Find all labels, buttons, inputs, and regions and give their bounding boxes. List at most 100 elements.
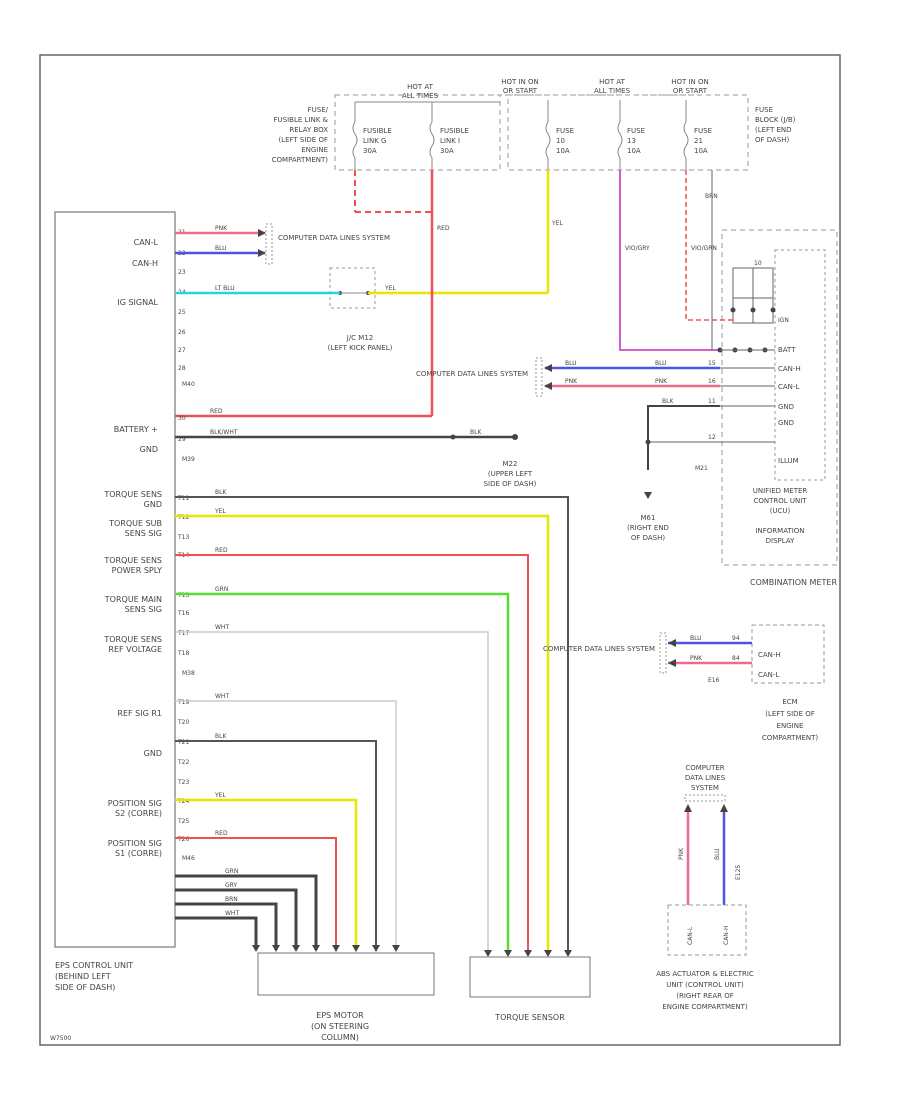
svg-text:TORQUE SENS: TORQUE SENS: [103, 556, 162, 565]
ground-m61-1: (RIGHT END: [627, 524, 669, 532]
wire-code-fusible-red: RED: [437, 225, 450, 232]
abs-connector: E125: [735, 865, 742, 880]
combination-meter-label: COMBINATION METER: [750, 578, 837, 587]
fuse-box-left-label-1: FUSIBLE LINK &: [274, 116, 329, 124]
fusible-link-i-1: LINK I: [440, 137, 460, 145]
fuse-13-2: 10A: [627, 147, 641, 155]
svg-text:T22: T22: [177, 759, 189, 766]
pin-label-can-l: CAN-L: [134, 238, 159, 247]
svg-text:T16: T16: [177, 610, 189, 617]
wire-code-gnd-blk: BLK: [470, 429, 482, 436]
wire-code-yel-jc: YEL: [384, 285, 396, 292]
fusible-link-g-2: 30A: [363, 147, 377, 155]
pin-25: 25: [178, 309, 186, 316]
wire-code-t21: BLK: [215, 733, 227, 740]
wire-motor-power-3: [175, 902, 278, 950]
wire-code-blu: BLU: [215, 245, 227, 252]
eps-unit-label-0: EPS CONTROL UNIT: [55, 961, 133, 970]
svg-text:POWER SPLY: POWER SPLY: [112, 566, 162, 575]
svg-text:PNK: PNK: [690, 655, 703, 662]
motor-pins: REF SIG R1 GND POSITION SIG S2 (CORRE) P…: [108, 699, 195, 862]
hot-label-r1-0: HOT IN ON: [501, 78, 539, 86]
fusible-link-i-0: FUSIBLE: [440, 127, 469, 135]
wire-motor-power-1: [175, 874, 318, 950]
pin-30: 30: [178, 415, 186, 422]
svg-text:REF VOLTAGE: REF VOLTAGE: [108, 645, 162, 654]
meter-connector: M21: [695, 465, 708, 472]
abs-unit-box: [667, 904, 747, 956]
hot-label-r3-0: HOT IN ON: [671, 78, 709, 86]
abs-label-1: UNIT (CONTROL UNIT): [666, 981, 744, 989]
wire-motor-gnd-blk: [175, 740, 377, 950]
wire-meter-gnd: [647, 405, 720, 470]
fuse-block-label-1: BLOCK (J/B): [755, 116, 796, 124]
eps-motor-label-2: COLUMN): [321, 1033, 359, 1042]
abs-cdl-1: DATA LINES: [685, 774, 726, 782]
svg-text:PNK: PNK: [678, 847, 685, 860]
wire-torque-main-grn: [175, 592, 510, 955]
svg-text:T24: T24: [177, 798, 189, 805]
wire-code-t26: RED: [215, 830, 228, 837]
pin-27: 27: [178, 347, 186, 354]
wire-code-t11: BLK: [215, 489, 227, 496]
battery-plus-label: BATTERY +: [114, 425, 158, 434]
ground-m22-0: M22: [503, 460, 518, 468]
pin-29: 29: [178, 436, 186, 443]
fuse-box-left-label-3: (LEFT SIDE OF: [278, 136, 328, 144]
wire-ref-sig-wht: [175, 700, 397, 950]
ecm-box: [751, 624, 825, 684]
svg-text:GND: GND: [144, 500, 162, 509]
svg-text:SENS SIG: SENS SIG: [125, 529, 162, 538]
eps-motor-label-0: EPS MOTOR: [316, 1011, 364, 1020]
svg-text:TORQUE SENS: TORQUE SENS: [103, 635, 162, 644]
diagram-frame: [39, 54, 841, 1046]
svg-text:PNK: PNK: [565, 378, 578, 385]
wire-code-t17: WHT: [215, 624, 229, 631]
ucu-label-4: DISPLAY: [766, 537, 795, 545]
wire-code-lt-blu: LT BLU: [215, 285, 235, 292]
wire-code-t12: YEL: [214, 508, 226, 515]
wire-motor-power-2: [175, 888, 298, 950]
svg-text:BLU: BLU: [690, 635, 702, 642]
fuse-block-label-2: (LEFT END: [755, 126, 792, 134]
fuse-13-0: FUSE: [627, 127, 645, 135]
joint-connector-m12: [329, 267, 376, 309]
fuse-box-left-label-5: COMPARTMENT): [272, 156, 329, 164]
hot-label-left-1: ALL TIMES: [402, 92, 439, 100]
svg-text:15: 15: [708, 360, 716, 367]
ground-m61-0: M61: [641, 514, 656, 522]
connector-m40: M40: [182, 381, 195, 388]
fuse-box-left-label-2: RELAY BOX: [289, 126, 328, 134]
ucu-label-3: INFORMATION: [755, 527, 804, 535]
fuse-21-2: 10A: [694, 147, 708, 155]
svg-text:T25: T25: [177, 818, 189, 825]
wire-torque-gnd-blk: [175, 496, 569, 955]
pin-label-can-h: CAN-H: [132, 259, 158, 268]
ground-m61-2: OF DASH): [631, 534, 666, 542]
fuse-box-left-label-0: FUSE/: [308, 106, 329, 114]
svg-text:T13: T13: [177, 534, 189, 541]
ign-relay-symbol: 10 IGN: [730, 260, 789, 324]
pin-28: 28: [178, 365, 186, 372]
cdl-label-meter: COMPUTER DATA LINES SYSTEM: [416, 370, 528, 378]
svg-text:TORQUE SUB: TORQUE SUB: [108, 519, 162, 528]
svg-text:12: 12: [708, 434, 716, 441]
wire-code-gnd-blkwht: BLK/WHT: [210, 429, 238, 436]
cdl-label-eps: COMPUTER DATA LINES SYSTEM: [278, 234, 390, 242]
wire-code-t15: GRN: [215, 586, 228, 593]
fuse-relay-box-left: FUSE/ FUSIBLE LINK & RELAY BOX (LEFT SID…: [272, 83, 501, 171]
hot-label-r2-1: ALL TIMES: [594, 87, 631, 95]
svg-text:BRN: BRN: [225, 896, 238, 903]
wire-code-fuse10: YEL: [551, 220, 563, 227]
gnd-label: GND: [140, 445, 158, 454]
wire-code-t24: YEL: [214, 792, 226, 799]
eps-motor-label-1: (ON STEERING: [311, 1022, 369, 1031]
fuse-10-1: 10: [556, 137, 565, 145]
svg-text:T12: T12: [177, 514, 189, 521]
abs-cdl-0: COMPUTER: [685, 764, 724, 772]
jc-label-1: (LEFT KICK PANEL): [328, 344, 393, 352]
fuse-10-2: 10A: [556, 147, 570, 155]
svg-text:BLU: BLU: [655, 360, 667, 367]
ucu-label-1: CONTROL UNIT: [753, 497, 807, 505]
